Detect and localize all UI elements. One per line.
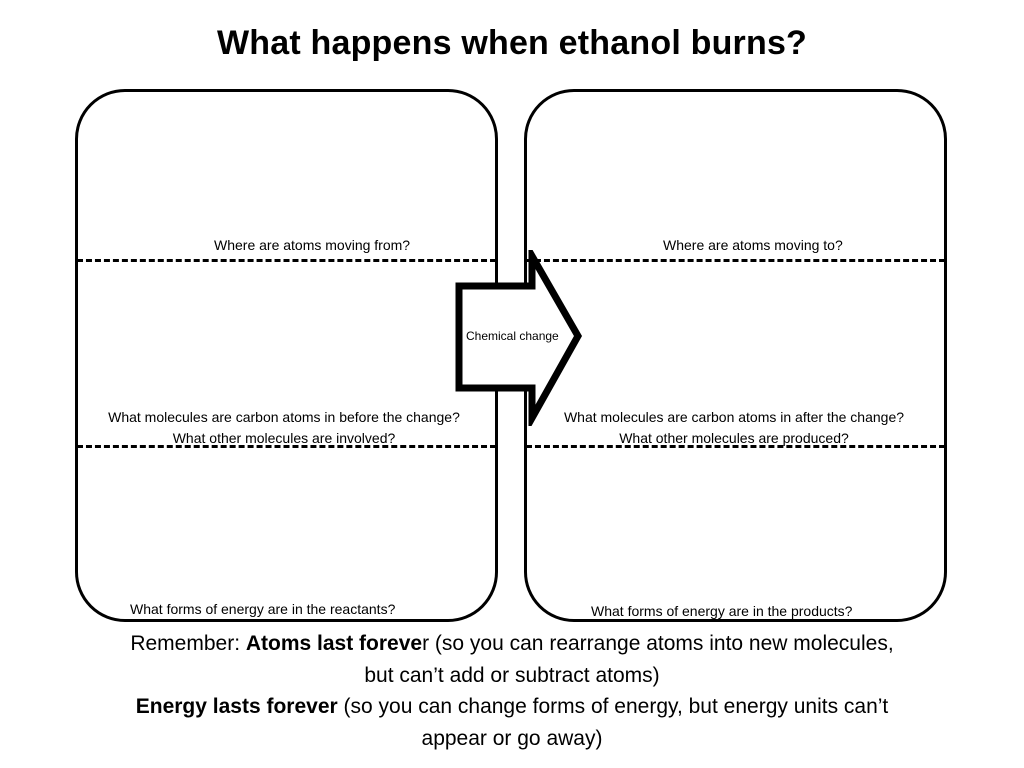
question-energy-reactants: What forms of energy are in the reactant… [130, 601, 396, 617]
reactants-panel [75, 89, 498, 622]
remember-line: appear or go away) [421, 726, 603, 750]
right-arrow-icon [455, 250, 583, 426]
question-atoms-from: Where are atoms moving from? [214, 237, 411, 253]
question-line: What molecules are carbon atoms in befor… [108, 409, 460, 425]
question-energy-products: What forms of energy are in the products… [591, 603, 853, 619]
energy-bold-text: Energy lasts forever [135, 695, 338, 718]
atoms-bold-text: Atoms last foreve [245, 632, 423, 655]
question-line: What other molecules are involved? [172, 430, 396, 446]
divider-line [77, 259, 496, 262]
page-title: What happens when ethanol burns? [216, 24, 808, 62]
remember-line: Energy lasts forever (so you can change … [62, 691, 962, 723]
divider-line [526, 445, 945, 448]
remember-line: Remember: Atoms last forever (so you can… [62, 628, 962, 660]
atoms-explanation: (so you can rearrange atoms into new mol… [429, 632, 894, 655]
divider-line [526, 259, 945, 262]
question-atoms-to: Where are atoms moving to? [663, 237, 843, 253]
products-panel [524, 89, 947, 622]
question-line: What other molecules are produced? [619, 430, 849, 446]
divider-line [77, 445, 496, 448]
remember-note: Remember: Atoms last forever (so you can… [62, 628, 962, 754]
question-molecules-before: What molecules are carbon atoms in befor… [80, 407, 488, 449]
question-line: What molecules are carbon atoms in after… [563, 409, 905, 425]
remember-prefix: Remember: [130, 632, 246, 655]
question-molecules-after: What molecules are carbon atoms in after… [530, 407, 938, 449]
remember-line: but can’t add or subtract atoms) [364, 663, 660, 687]
chemical-change-label: Chemical change [466, 329, 559, 343]
atoms-trailing-r: r [422, 632, 430, 655]
energy-explanation: (so you can change forms of energy, but … [337, 695, 889, 718]
